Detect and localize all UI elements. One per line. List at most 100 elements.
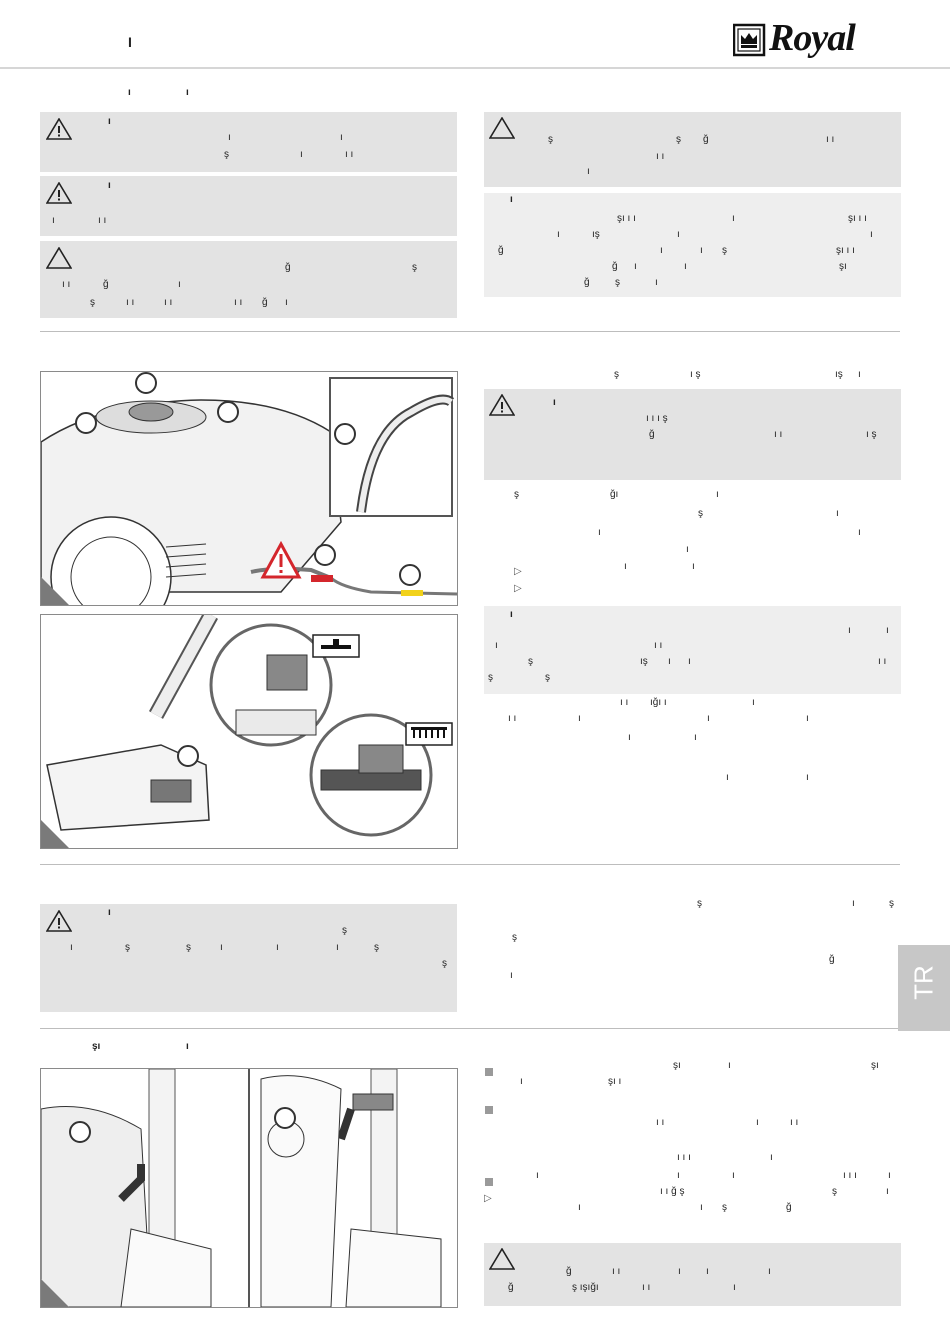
step-arrow-icon: ▷ [484,1193,492,1204]
figure-vacuum-controls [40,371,458,606]
text-fragment: ı ı ı [843,1170,857,1181]
text-fragment: ı [756,1117,759,1128]
text-fragment: ı [660,245,663,256]
text-fragment: ı ı [508,713,517,724]
language-tab-label: TR [908,965,939,1000]
text-fragment: ı [655,277,658,288]
text-fragment: ş [722,245,727,256]
text-fragment: ş [698,508,703,519]
text-fragment: ı [686,544,689,555]
text-fragment: ı ı [620,697,629,708]
text-fragment: ğ [285,262,291,273]
text-fragment: ı ı [234,297,243,308]
text-fragment: ğ [829,954,835,965]
text-fragment: şı ı ı [617,213,636,224]
text-fragment: ı [220,942,223,953]
text-fragment: ı [770,1152,773,1163]
warning-box [484,389,901,480]
text-fragment: ğ [649,429,655,440]
caution-box [484,1243,901,1306]
text-fragment: ğ [703,134,709,145]
text-fragment: ı ı [164,297,173,308]
text-fragment: ı [536,1170,539,1181]
text-fragment: ı ı [345,149,354,160]
figure-corner-mark [41,820,69,848]
text-fragment: ı [886,1186,889,1197]
warning-box [40,176,457,236]
note-box [484,606,901,694]
note-box [484,193,901,297]
text-fragment: ş [832,1186,837,1197]
text-fragment: ış [835,369,843,380]
text-fragment: ı [870,229,873,240]
callout-marker [334,423,356,445]
nozzle-illustration [46,615,453,837]
figure-floor-nozzle [40,614,458,849]
text-fragment: ı [578,713,581,724]
parking-illustration [41,1069,442,1307]
text-fragment: ı [510,609,513,620]
text-fragment: ı [628,732,631,743]
warning-icon [46,118,72,140]
text-fragment: ı [108,907,111,918]
text-fragment: ı [852,898,855,909]
text-fragment: ş [614,369,619,380]
text-fragment: ı [510,194,513,205]
figure-corner-mark [41,577,69,605]
text-fragment: ı [886,625,889,636]
text-fragment: ı [678,1266,681,1277]
section-divider [40,331,900,332]
text-fragment: ı [716,489,719,500]
text-fragment: ı [858,369,861,380]
text-fragment: ş [342,925,347,936]
text-fragment: ş [512,932,517,943]
text-fragment: ı ı ı [677,1152,691,1163]
text-fragment: ş [90,297,95,308]
text-fragment: ı [578,1202,581,1213]
text-fragment: şı ı [608,1076,622,1087]
text-fragment: ş [442,958,447,969]
text-fragment: ş [224,149,229,160]
text-fragment: ı [732,213,735,224]
text-fragment: ış [640,656,648,667]
text-fragment: ı ş [690,369,701,380]
text-fragment: ı [684,261,687,272]
text-fragment: ğ [786,1202,792,1213]
text-fragment: ı ı [62,279,71,290]
vacuum-illustration [41,377,457,605]
text-fragment: ı [186,87,189,98]
text-fragment: ı [598,527,601,538]
text-fragment: ı [186,1041,189,1052]
step-arrow-icon: ▷ [514,583,522,594]
text-fragment: ğ [508,1282,514,1293]
logo-wordmark: Royal [769,17,856,59]
callout-marker [217,401,239,423]
text-fragment: şı ı ı [836,245,855,256]
text-fragment: ş [374,942,379,953]
text-fragment: ı [285,297,288,308]
warning-icon [46,182,72,204]
text-fragment: ş [545,672,550,683]
text-fragment: ı [733,1282,736,1293]
text-fragment: ı ş [866,429,877,440]
text-fragment: ı ı [642,1282,651,1293]
text-fragment: ı [668,656,671,667]
text-fragment: ğı [610,489,619,500]
text-fragment: şı [871,1060,879,1071]
text-fragment: ı [634,261,637,272]
text-fragment: ı [692,561,695,572]
text-fragment: ı ı ğ ş [660,1186,685,1197]
text-fragment: ı [677,229,680,240]
text-fragment: ş [548,134,553,145]
text-fragment: ğ [612,261,618,272]
text-fragment: ğ [498,245,504,256]
text-fragment: ı [587,166,590,177]
text-fragment: ı [108,180,111,191]
text-fragment: ı ı [656,151,665,162]
text-fragment: şı [839,261,847,272]
warning-icon [489,394,515,416]
text-fragment: ı [178,279,181,290]
text-fragment: ı [128,87,131,98]
text-fragment: ğ [566,1266,572,1277]
text-fragment: ı [520,1076,523,1087]
